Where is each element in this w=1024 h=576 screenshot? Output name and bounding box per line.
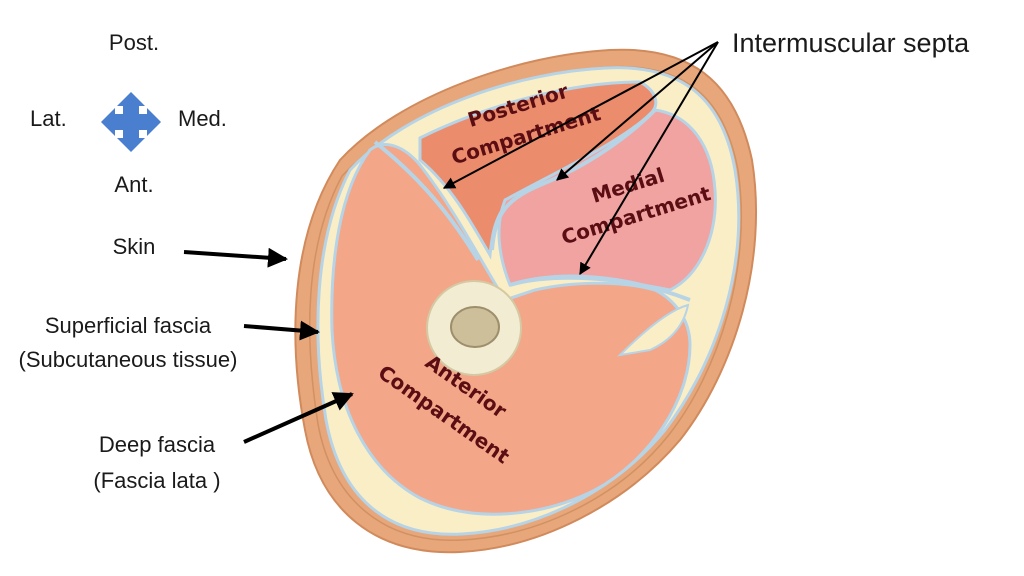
- medial-label: Med.: [178, 106, 227, 131]
- lateral-septum: [373, 140, 480, 262]
- femur-bone: [426, 280, 522, 376]
- fascia-lata-label: (Fascia lata ): [93, 468, 221, 493]
- posterior-septum: [490, 108, 657, 251]
- septa-arrow-medial: [579, 41, 719, 276]
- deep-fascia-label: Deep fascia: [98, 432, 216, 457]
- superficial-fascia-label: Superficial fascia: [44, 313, 212, 338]
- small-muscle-wedge: [617, 303, 690, 357]
- septa-arrow-lateral: [442, 41, 719, 189]
- skin-label: Skin: [112, 234, 156, 259]
- intermuscular-septa-label: Intermuscular septa: [732, 28, 970, 58]
- deep-fascia-arrow: [243, 392, 354, 444]
- subcutaneous-tissue-label: (Subcutaneous tissue): [18, 347, 238, 372]
- four-way-arrow-icon: [101, 92, 161, 152]
- septa-arrow-posterior: [556, 41, 719, 181]
- skin-arrow: [183, 247, 288, 268]
- lateral-label: Lat.: [30, 106, 67, 131]
- medial-septum: [509, 274, 691, 302]
- posterior-label: Post.: [108, 30, 160, 55]
- superficial-fascia-arrow: [243, 320, 320, 341]
- anterior-label: Ant.: [114, 172, 154, 197]
